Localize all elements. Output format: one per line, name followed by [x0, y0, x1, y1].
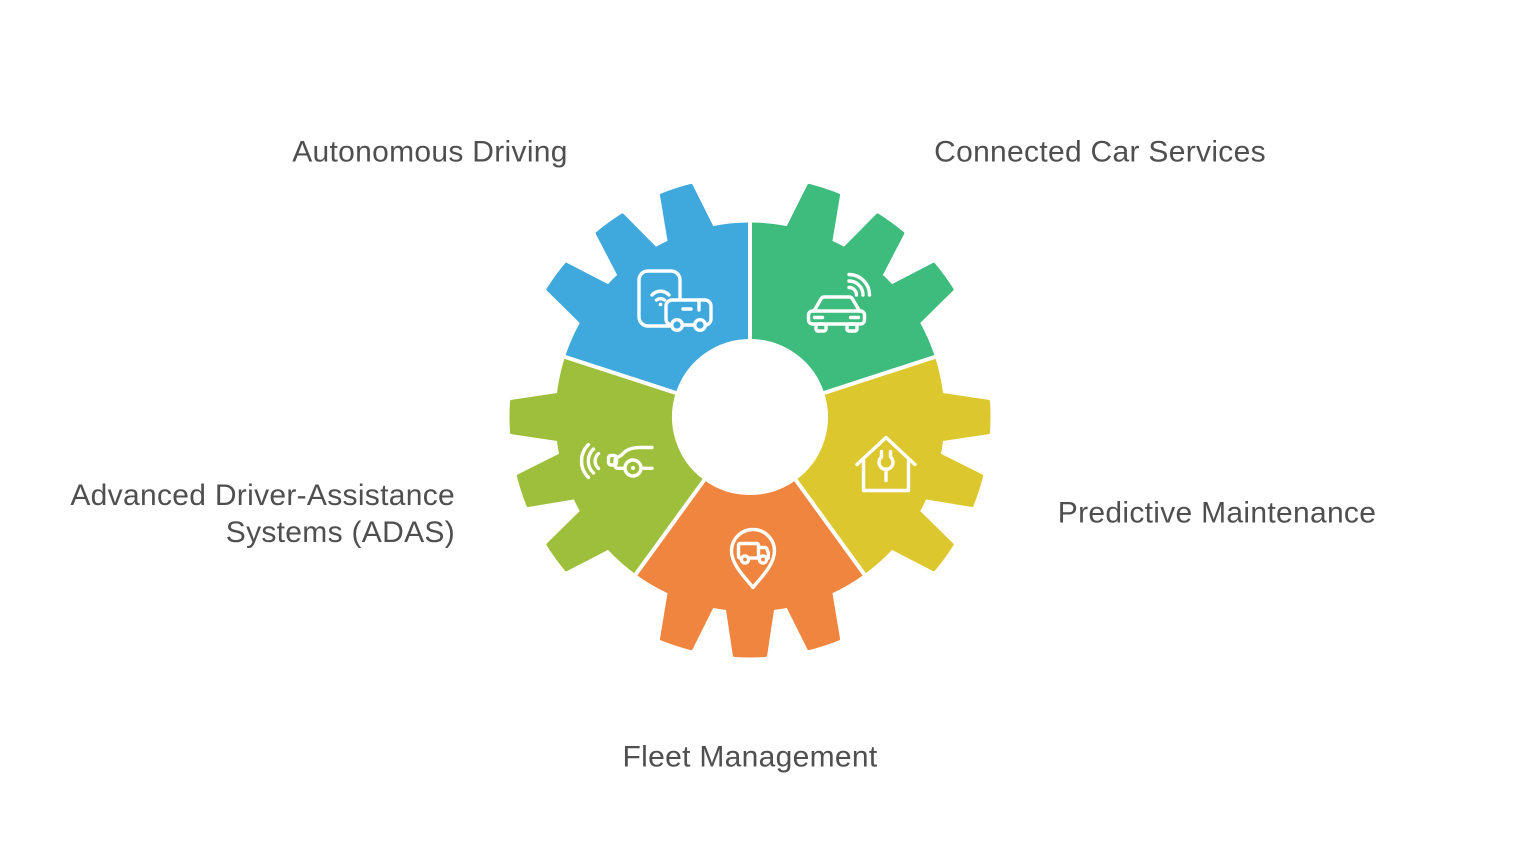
segment-divider: [626, 470, 712, 587]
label-autonomous-driving: Autonomous Driving: [292, 135, 568, 169]
label-adas-line1: Advanced Driver-Assistance: [70, 479, 455, 512]
gear-segment-adas: [509, 355, 705, 575]
segment-divider: [788, 470, 874, 587]
label-predictive-maintenance: Predictive Maintenance: [1057, 496, 1377, 530]
label-connected-car-services: Connected Car Services: [934, 135, 1266, 169]
segment-divider: [551, 350, 686, 398]
car-wifi-icon: [806, 272, 872, 333]
label-fleet-management: Fleet Management: [622, 740, 878, 774]
phone-vehicle-icon: [637, 269, 713, 333]
car-sensor-icon: [579, 442, 654, 480]
truck-location-pin-icon: [729, 527, 777, 590]
gear-segment-autonomous-driving: [546, 183, 752, 394]
segment-divider: [814, 350, 949, 398]
label-adas: Advanced Driver-Assistance Systems (ADAS…: [15, 477, 455, 551]
label-adas-line2: Systems (ADAS): [225, 516, 455, 549]
gear-segment-fleet-management: [635, 479, 865, 658]
house-wrench-icon: [855, 435, 917, 493]
